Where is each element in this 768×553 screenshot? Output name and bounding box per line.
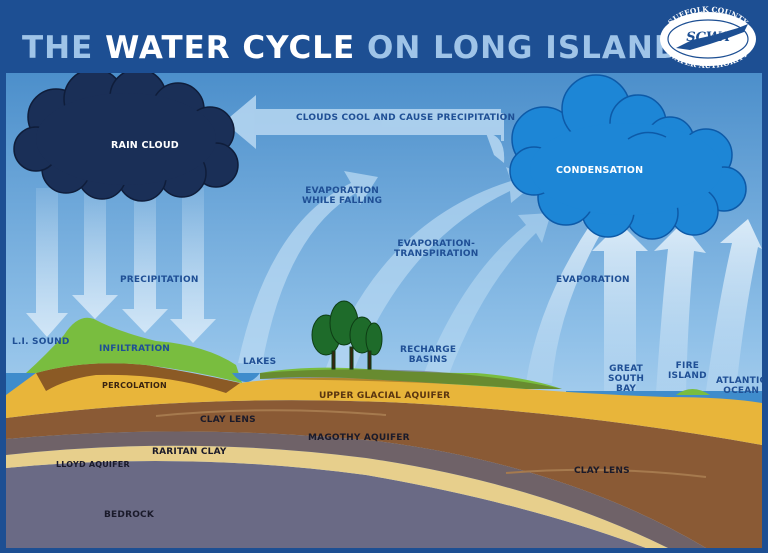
clay-lens-label-1: CLAY LENS: [200, 415, 256, 425]
trees: [311, 300, 383, 370]
lakes-label: LAKES: [243, 357, 277, 367]
precipitation-arrows: [26, 188, 216, 343]
infiltration-label: INFILTRATION: [99, 344, 171, 354]
lloyd-aquifer-layer: [6, 445, 668, 548]
evaporation-while-falling-arrow: [238, 171, 378, 365]
scene-art: [6, 73, 762, 548]
condensation-cloud: [509, 74, 747, 240]
clay-lens-2: [505, 468, 707, 478]
magothy-aquifer-layer: [6, 400, 762, 548]
condensation-label: CONDENSATION: [556, 165, 644, 176]
bedrock-layer: [6, 460, 646, 548]
water-cycle-scene: RAIN CLOUD CONDENSATION CLOUDS COOL AND …: [6, 73, 762, 548]
evaporation-label: EVAPORATION: [556, 275, 630, 285]
clay-lens-1: [155, 409, 387, 417]
evaporation-arrows: [526, 209, 762, 393]
rain-cloud-label: RAIN CLOUD: [111, 140, 179, 151]
svg-text:SCWA: SCWA: [686, 30, 730, 45]
long-island-icon: [676, 24, 748, 50]
raritan-clay-label: RARITAN CLAY: [152, 447, 227, 457]
precipitation-label: PRECIPITATION: [120, 275, 199, 285]
upland-hills: [26, 317, 242, 383]
lake: [232, 373, 260, 382]
evapotranspiration-label: EVAPORATION-TRANSPIRATION: [394, 239, 479, 259]
lloyd-aquifer-label: LLOYD AQUIFER: [56, 460, 130, 469]
magothy-aquifer-label: MAGOTHY AQUIFER: [308, 433, 410, 443]
page-title: THE WATER CYCLE ON LONG ISLAND: [22, 30, 681, 66]
clay-lens-label-2: CLAY LENS: [574, 466, 630, 476]
bedrock-label: BEDROCK: [104, 510, 155, 520]
central-land: [260, 367, 562, 389]
scwa-logo: SUFFOLK COUNTY SCWA WATER AUTHORITY: [660, 5, 756, 70]
clouds-cool-label: CLOUDS COOL AND CAUSE PRECIPITATION: [296, 113, 516, 123]
raritan-clay-layer: [6, 431, 706, 548]
upper-glacial-aquifer-label: UPPER GLACIAL AQUIFER: [319, 391, 451, 401]
clouds-cool-arrow: [224, 95, 505, 163]
fire-island: [676, 389, 710, 395]
rain-cloud: [13, 73, 239, 202]
recharge-evaporation-arrow: [424, 213, 551, 377]
li-sound-label: L.I. SOUND: [12, 337, 70, 347]
percolation-label: PERCOLATION: [102, 381, 167, 390]
